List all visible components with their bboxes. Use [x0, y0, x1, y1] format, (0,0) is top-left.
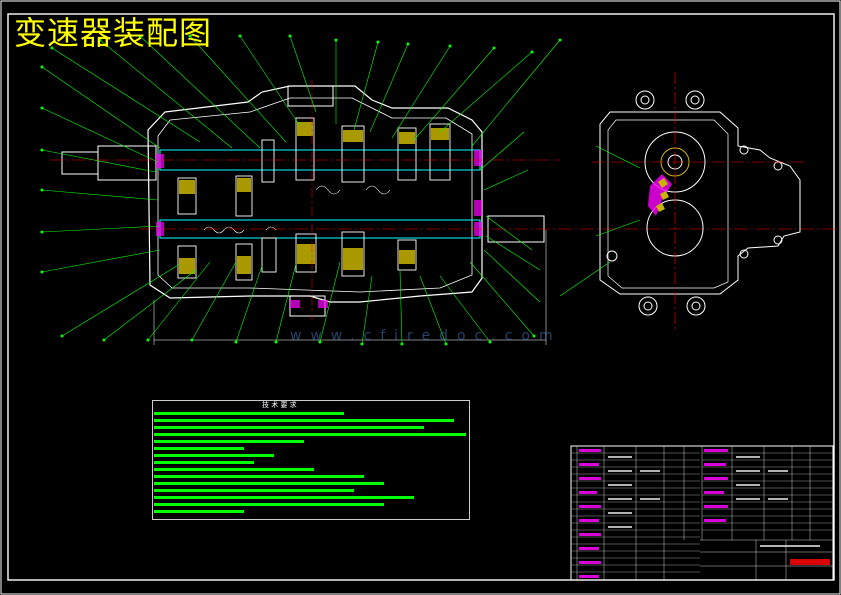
gear-faces — [179, 122, 449, 274]
lug-hole — [690, 95, 700, 105]
note-line — [154, 426, 424, 429]
title-block — [570, 445, 834, 581]
note-line — [154, 503, 384, 506]
end-view-gear-mesh — [648, 174, 672, 216]
note-line — [154, 412, 344, 415]
note-line — [154, 454, 274, 457]
note-line — [154, 461, 254, 464]
part-leaders — [41, 35, 561, 345]
note-line — [154, 447, 244, 450]
note-line — [154, 468, 314, 471]
note-line — [154, 433, 466, 436]
note-line — [154, 440, 304, 443]
gearbox-end-view — [599, 90, 801, 316]
bolt — [606, 250, 618, 262]
bolt — [773, 161, 783, 171]
housing-inner — [157, 97, 473, 293]
end-view-inner — [607, 119, 729, 289]
lug-hole — [635, 90, 655, 110]
bolt — [739, 249, 749, 259]
lug-hole — [638, 296, 658, 316]
note-line — [154, 496, 414, 499]
watermark-text: www.cfiredoc.com — [290, 328, 562, 344]
end-view-outline — [599, 111, 801, 295]
end-view-leaders — [559, 145, 641, 297]
bolt — [773, 235, 783, 245]
lug-hole — [640, 95, 650, 105]
notes-heading: 技 术 要 求 — [262, 401, 297, 409]
note-line — [154, 510, 244, 513]
note-line — [154, 489, 354, 492]
lug-hole — [691, 301, 701, 311]
note-line — [154, 482, 384, 485]
gearbox-section-view — [50, 80, 840, 345]
part-balloons — [40, 34, 562, 346]
lug-hole — [643, 301, 653, 311]
lug-hole — [685, 90, 705, 110]
synchronizer-rings — [203, 185, 391, 234]
drawing-title: 变速器装配图 — [14, 14, 213, 52]
input-shaft-stub — [61, 151, 99, 175]
bolt — [739, 145, 749, 155]
technical-requirements: 技 术 要 求 — [152, 400, 470, 520]
lug-hole — [686, 296, 706, 316]
note-line — [154, 475, 364, 478]
main-shaft-gears — [177, 117, 451, 217]
notes-frame — [152, 400, 470, 520]
inner-frame — [7, 13, 835, 581]
top-cover — [287, 85, 334, 107]
input-shaft-flange — [97, 145, 157, 181]
note-line — [154, 419, 454, 422]
